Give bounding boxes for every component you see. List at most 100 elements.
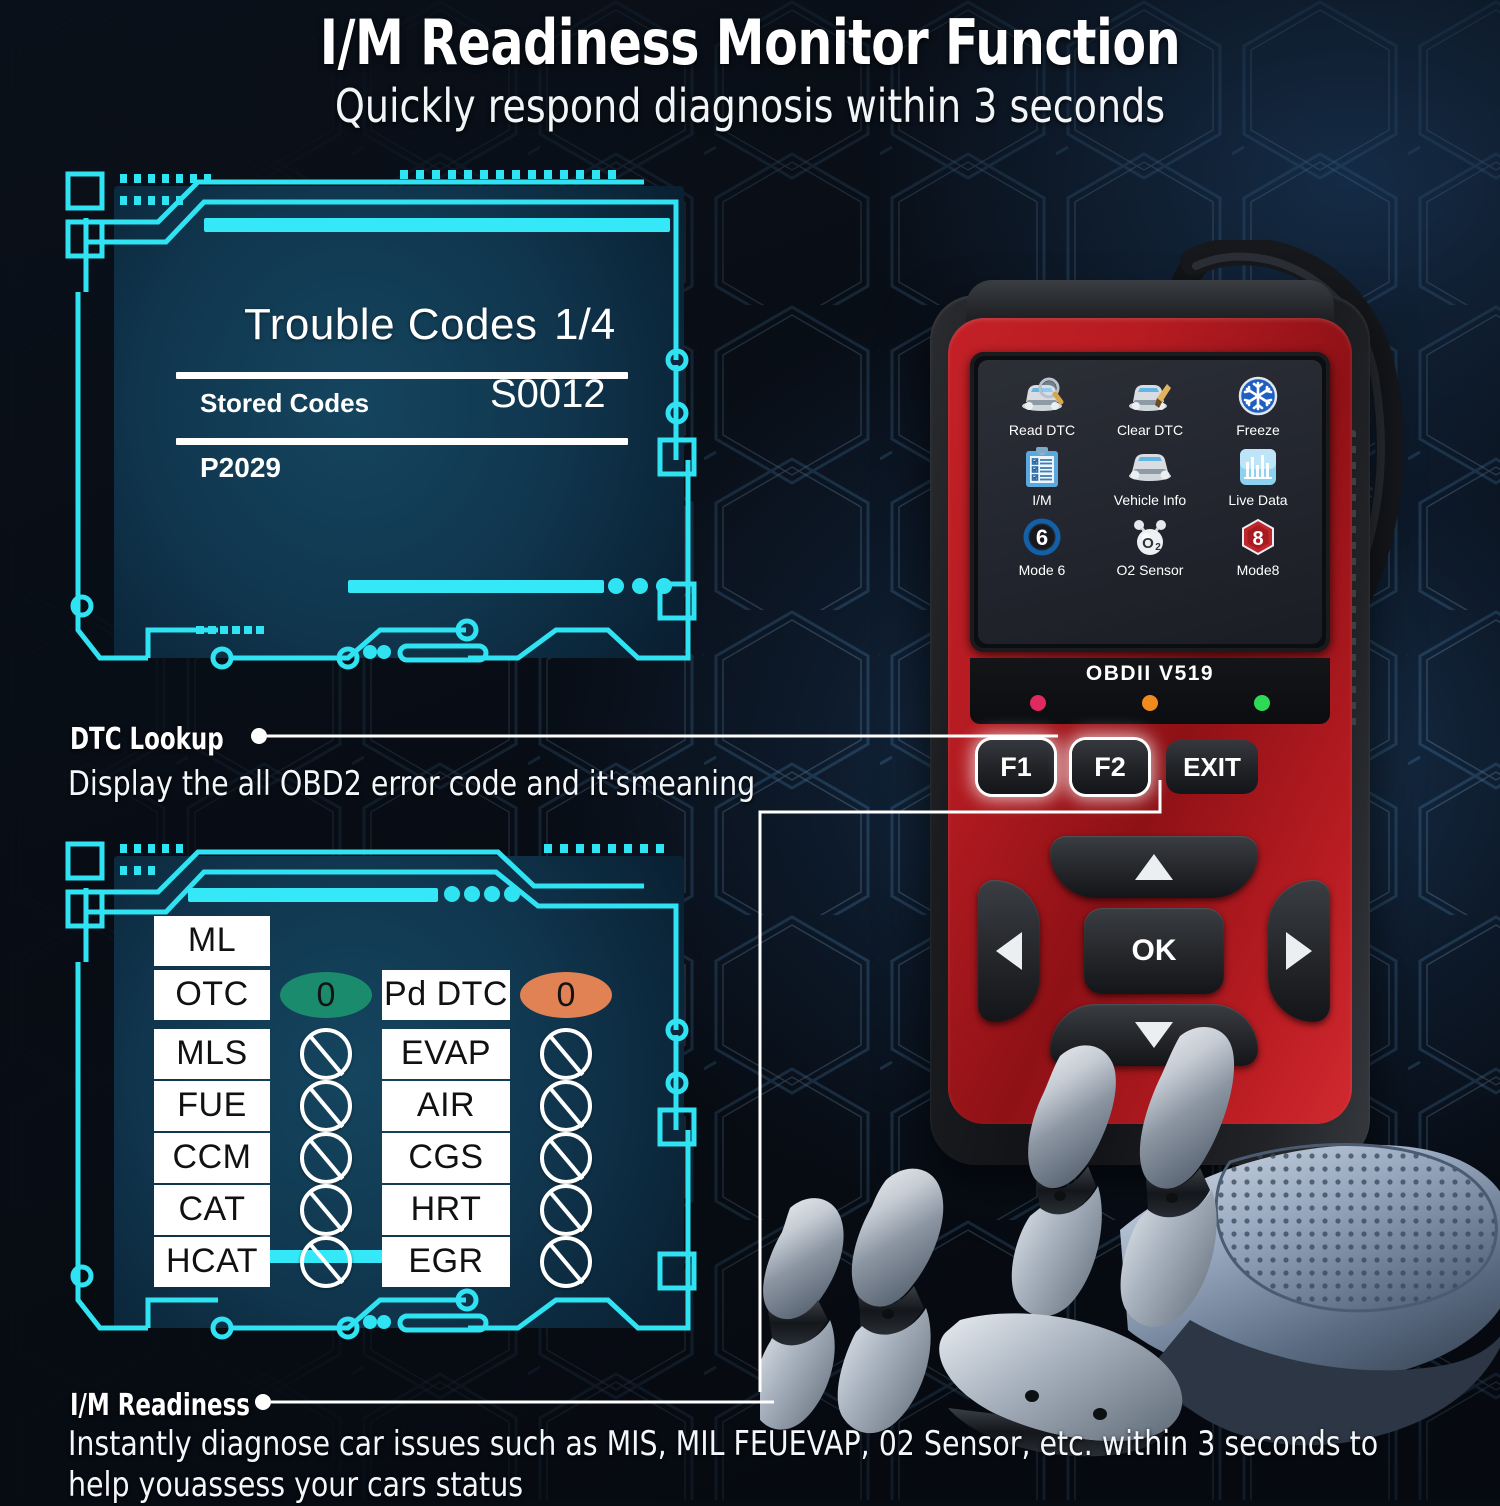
im-readiness-grid: ML OTC 0 Pd DTC 0 MLS EVAP: [48, 830, 708, 1390]
ok-button-label: OK: [1131, 934, 1177, 967]
dtc-code-item: P2029: [200, 452, 281, 483]
menu-item-freeze[interactable]: Freeze: [1204, 374, 1312, 438]
device-brand-bar: OBDII V519: [970, 658, 1330, 724]
function-button-row: F1 F2 EXIT: [978, 740, 1330, 794]
nav-right-button[interactable]: [1268, 880, 1330, 1022]
snowflake-icon: [1233, 374, 1283, 420]
clipboard-checklist-icon: [1017, 444, 1067, 490]
f1-button[interactable]: F1: [978, 740, 1054, 794]
im-status-right: [510, 1132, 622, 1184]
callout-dtc-lookup: DTC Lookup: [70, 722, 251, 757]
not-ready-icon: [540, 1080, 592, 1132]
not-ready-icon: [540, 1132, 592, 1184]
im-row: MLS EVAP: [154, 1028, 622, 1080]
im-status-left: [270, 1028, 382, 1080]
menu-item-o2-sensor[interactable]: O 2 O2 Sensor: [1096, 514, 1204, 578]
car-front-icon: [1125, 444, 1175, 490]
f2-button[interactable]: F2: [1072, 740, 1148, 794]
leader-line-f2-to-im: [758, 780, 1180, 1400]
menu-label: Mode8: [1236, 562, 1280, 578]
not-ready-icon: [540, 1184, 592, 1236]
im-row: HCAT EGR: [154, 1236, 622, 1288]
led-red: [1030, 695, 1046, 711]
im-row: CAT HRT: [154, 1184, 622, 1236]
divider-top: [176, 372, 628, 379]
im-status-left: 0: [270, 972, 382, 1018]
divider-bottom: [176, 438, 628, 445]
menu-item-live-data[interactable]: Live Data: [1204, 444, 1312, 508]
svg-text:O: O: [1142, 535, 1154, 552]
robotic-hand-illustration: [760, 1026, 1500, 1457]
trouble-codes-panel: Trouble Codes 1/4 Stored Codes S0012 P20…: [48, 160, 708, 720]
svg-text:8: 8: [1252, 528, 1263, 550]
callout-im-readiness-body: Instantly diagnose car issues such as MI…: [68, 1424, 1379, 1505]
not-ready-icon: [300, 1132, 352, 1184]
leader-line-im-readiness: [254, 1392, 1254, 1412]
led-green: [1254, 695, 1270, 711]
panel-background: [114, 186, 684, 658]
im-label-right: AIR: [382, 1081, 510, 1131]
menu-item-mode-6[interactable]: 6 Mode 6: [988, 514, 1096, 578]
im-label-left: CCM: [154, 1133, 270, 1183]
im-status-left: [270, 1236, 382, 1288]
car-magnifier-icon: [1017, 374, 1067, 420]
im-label-right: EGR: [382, 1237, 510, 1287]
im-row: OTC 0 Pd DTC 0: [154, 970, 622, 1020]
stored-codes-label: Stored Codes: [200, 388, 370, 418]
im-status-left: [270, 1132, 382, 1184]
arrow-left-icon: [996, 932, 1022, 970]
menu-item-im[interactable]: I/M: [988, 444, 1096, 508]
device-brand-label: OBDII V519: [1085, 662, 1215, 685]
not-ready-icon: [300, 1184, 352, 1236]
im-label-left: FUE: [154, 1081, 270, 1131]
trouble-codes-title: Trouble Codes: [244, 300, 538, 349]
menu-label: Mode 6: [1018, 562, 1066, 578]
ok-button[interactable]: OK: [1084, 908, 1224, 994]
nav-up-button[interactable]: [1050, 836, 1258, 898]
im-status-right: 0: [510, 972, 622, 1018]
im-status-right: [510, 1080, 622, 1132]
menu-label: Read DTC: [1008, 422, 1076, 438]
menu-item-mode8[interactable]: 8 Mode8: [1204, 514, 1312, 578]
callout-im-readiness-body-wrap: Instantly diagnose car issues such as MI…: [68, 1424, 1488, 1506]
im-label-right: HRT: [382, 1185, 510, 1235]
im-label-right: EVAP: [382, 1029, 510, 1079]
im-row: CCM CGS: [154, 1132, 622, 1184]
im-label-left: ML: [154, 916, 270, 966]
trouble-codes-page-indicator: 1/4: [554, 300, 616, 349]
device-screen-bezel: Read DTC: [970, 352, 1330, 652]
menu-item-clear-dtc[interactable]: Clear DTC: [1096, 374, 1204, 438]
status-pill-orange: 0: [520, 972, 612, 1018]
menu-item-read-dtc[interactable]: Read DTC: [988, 374, 1096, 438]
exit-button[interactable]: EXIT: [1166, 740, 1258, 794]
menu-label: Live Data: [1228, 492, 1288, 508]
im-label-left: HCAT: [154, 1237, 270, 1287]
im-status-right: [510, 1236, 622, 1288]
device-menu-grid: Read DTC: [988, 374, 1312, 578]
svg-text:2: 2: [1155, 542, 1161, 553]
leader-line-dtc-lookup: [250, 724, 1170, 784]
callout-dtc-lookup-body-wrap: Display the all OBD2 error code and it's…: [68, 764, 968, 805]
o2-molecule-icon: O 2: [1125, 514, 1175, 560]
svg-text:6: 6: [1036, 525, 1048, 550]
im-status-left: [270, 1184, 382, 1236]
menu-label: O2 Sensor: [1116, 562, 1184, 578]
im-label-left: MLS: [154, 1029, 270, 1079]
stored-codes-value: S0012: [490, 372, 606, 416]
im-status-right: [510, 1184, 622, 1236]
im-label-right: Pd DTC: [382, 970, 510, 1020]
im-row: FUE AIR: [154, 1080, 622, 1132]
im-label-right: CGS: [382, 1133, 510, 1183]
menu-item-vehicle-info[interactable]: Vehicle Info: [1096, 444, 1204, 508]
not-ready-icon: [300, 1236, 352, 1288]
callout-im-readiness: I/M Readiness: [70, 1388, 282, 1423]
nav-left-button[interactable]: [978, 880, 1040, 1022]
led-orange: [1142, 695, 1158, 711]
arrow-up-icon: [1135, 854, 1173, 880]
page-title: I/M Readiness Monitor Function: [319, 6, 1181, 79]
header-block: I/M Readiness Monitor Function Quickly r…: [0, 10, 1500, 133]
not-ready-icon: [300, 1080, 352, 1132]
device-screen: Read DTC: [978, 360, 1322, 644]
bar-graph-icon: [1233, 444, 1283, 490]
